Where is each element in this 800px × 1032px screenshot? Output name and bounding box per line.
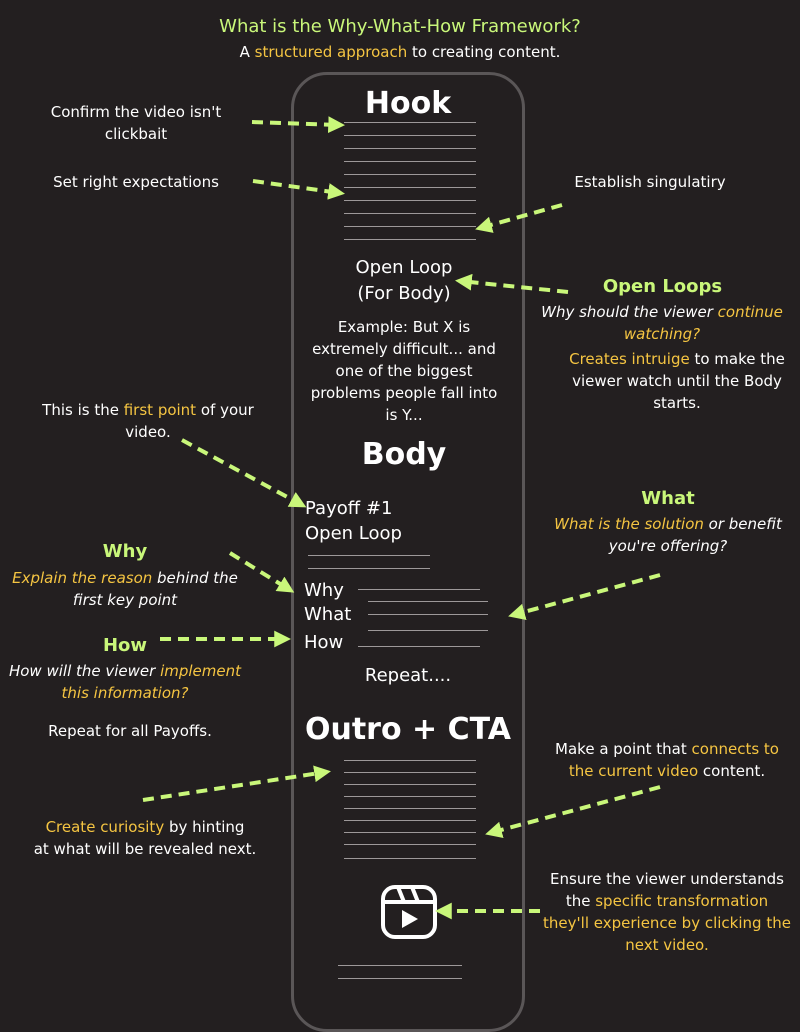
clickbait-line-1: Confirm the video isn't [50, 103, 222, 121]
subtitle-pre: A [239, 43, 255, 61]
first-point-line-2: video. [125, 423, 171, 441]
repeat-all-note: Repeat for all Payoffs. [48, 722, 212, 740]
open-loops-desc: Creates intruige to make the viewer watc… [552, 348, 800, 414]
first-point-a: This is the [42, 401, 124, 419]
page-title: What is the Why-What-How Framework? [219, 16, 581, 37]
subtitle-highlight: structured approach [254, 43, 408, 61]
page-subtitle: A structured approach to creating conten… [0, 43, 800, 61]
why-title: Why [102, 541, 148, 562]
curiosity-line-1: Create curiosity by hinting [20, 816, 270, 838]
why-note: Explain the reason behind the first key … [0, 567, 250, 611]
curiosity-line-2: at what will be revealed next. [33, 840, 257, 858]
open-loops-d1-a: Creates intruige [569, 350, 690, 368]
open-loops-q1-a: Why should the viewer [541, 303, 718, 321]
hook-heading: Hook [364, 86, 452, 121]
arrow-why [228, 551, 295, 593]
how-b: implement [160, 662, 242, 680]
arrow-connects [485, 785, 661, 839]
open-loops-d-line-2: viewer watch until the Body [572, 372, 782, 390]
why-label: Why [304, 580, 344, 601]
open-loop-body-label: Open Loop [305, 523, 402, 544]
arrows-layer [142, 116, 661, 920]
transform-line-3: they'll experience by clicking the [543, 914, 791, 932]
arrow-clickbait [251, 116, 346, 133]
arrow-what [508, 573, 661, 621]
repeat-label: Repeat.... [364, 665, 452, 686]
connects-note: Make a point that connects to the curren… [537, 738, 797, 782]
how-line-2: this information? [61, 684, 189, 702]
what-a: What is the solution [554, 515, 704, 533]
what-note: What is the solution or benefit you're o… [540, 513, 796, 557]
open-loops-d-line-3: starts. [653, 394, 701, 412]
how-title: How [102, 635, 148, 656]
connects-line-1: Make a point that connects to [537, 738, 797, 760]
transform-note: Ensure the viewer understands the specif… [534, 868, 800, 956]
arrow-first-point [181, 438, 307, 508]
first-point-c: of your [196, 401, 254, 419]
transform-c: specific transformation [595, 892, 769, 910]
what-line-1: What is the solution or benefit [540, 513, 796, 535]
open-loops-q-line-1: Why should the viewer continue [527, 301, 797, 323]
transform-line-4: next video. [625, 936, 709, 954]
why-a: Explain the reason [12, 569, 153, 587]
connects-line-2: the current video content. [537, 760, 797, 782]
first-point-line-1: This is the first point of your [30, 399, 266, 421]
how-label: How [304, 632, 344, 653]
transform-line-1: Ensure the viewer understands [550, 870, 784, 888]
why-line-2: first key point [72, 591, 178, 609]
example-line-4: problems people fall into [310, 384, 498, 402]
why-line-1: Explain the reason behind the [0, 567, 250, 589]
example-line-2: extremely difficult... and [312, 340, 496, 358]
example-line-5: is Y... [385, 406, 423, 424]
connects-a: Make a point that [555, 740, 692, 758]
example-line-3: one of the biggest [335, 362, 473, 380]
example-line-1: Example: But X is [337, 318, 471, 336]
open-loops-q-line-2: watching? [623, 325, 701, 343]
why-b: behind the [152, 569, 238, 587]
connects-c: the current video [568, 762, 699, 780]
what-title: What [641, 488, 695, 509]
body-heading: Body [361, 437, 447, 472]
payoff-label: Payoff #1 [305, 498, 393, 519]
what-b: or benefit [703, 515, 782, 533]
outro-heading: Outro + CTA [304, 712, 511, 747]
open-loop-line-1: Open Loop [355, 257, 453, 278]
curiosity-b: by hinting [164, 818, 245, 836]
open-loop-example: Example: But X is extremely difficult...… [291, 316, 517, 426]
arrow-expectations [252, 179, 345, 200]
transform-line-2: the specific transformation [534, 890, 800, 912]
video-reels-icon[interactable] [380, 884, 438, 940]
subtitle-post: to creating content. [407, 43, 561, 61]
how-line-1: How will the viewer implement [0, 660, 250, 682]
clickbait-line-2: clickbait [104, 125, 168, 143]
open-loops-d1-b: to make the [689, 350, 785, 368]
singularity-note: Establish singulatiry [574, 173, 726, 191]
what-line-2: you're offering? [608, 537, 728, 555]
curiosity-note: Create curiosity by hinting at what will… [20, 816, 270, 860]
clickbait-note: Confirm the video isn't clickbait [36, 101, 236, 145]
open-loops-d-line-1: Creates intruige to make the [552, 348, 800, 370]
first-point-b: first point [123, 401, 197, 419]
first-point-note: This is the first point of your video. [30, 399, 266, 443]
how-note: How will the viewer implement this infor… [0, 660, 250, 704]
open-loop-label: Open Loop (For Body) [291, 255, 517, 307]
open-loops-q1-b: continue [717, 303, 783, 321]
open-loop-line-2: (For Body) [357, 283, 451, 304]
connects-b: connects to [691, 740, 779, 758]
arrow-curiosity [142, 765, 331, 802]
open-loops-title: Open Loops [602, 276, 723, 297]
connects-d: content. [698, 762, 766, 780]
how-a: How will the viewer [8, 662, 161, 680]
expectations-note: Set right expectations [53, 173, 219, 191]
curiosity-a: Create curiosity [45, 818, 165, 836]
what-label: What [304, 604, 352, 625]
open-loops-question: Why should the viewer continue watching? [527, 301, 797, 345]
transform-b: the [565, 892, 596, 910]
arrow-singularity [475, 203, 563, 233]
arrow-open-loop [454, 273, 569, 294]
